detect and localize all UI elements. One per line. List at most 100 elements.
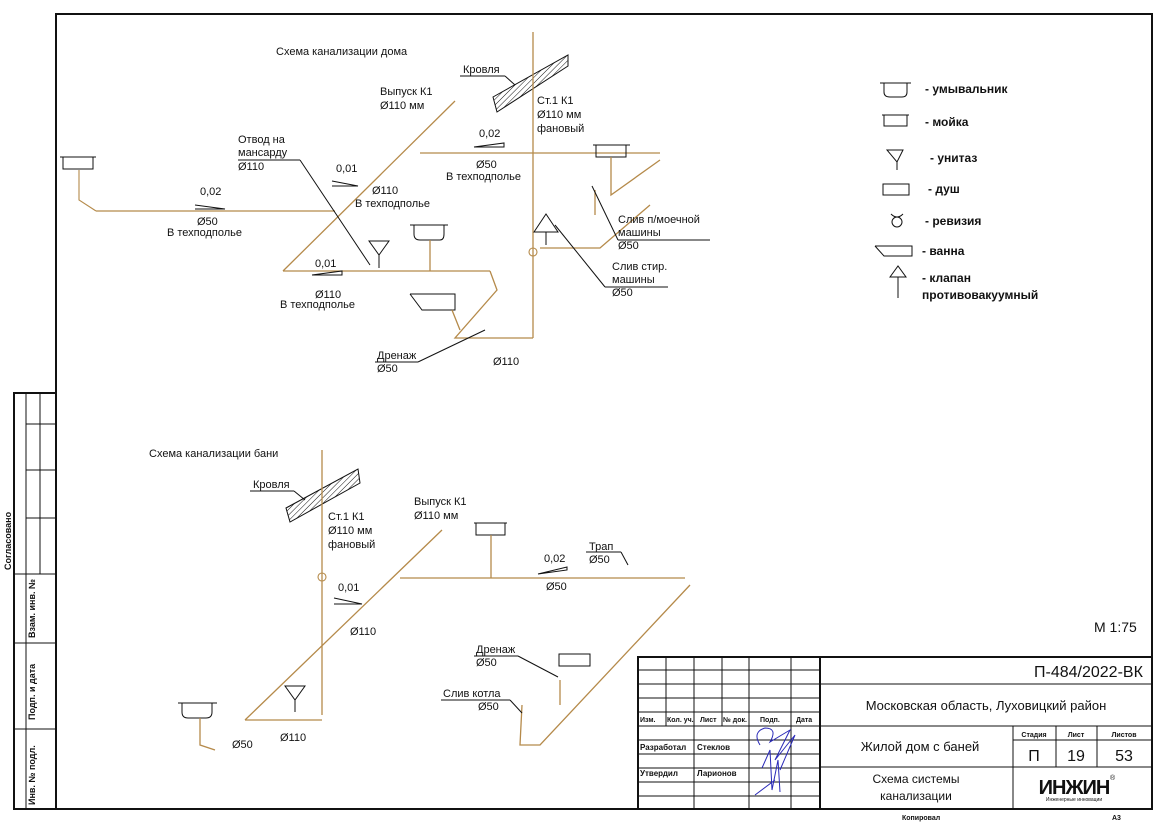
legend-label-washbasin: - умывальник bbox=[925, 82, 1008, 96]
doc-location: Московская область, Луховицкий район bbox=[866, 698, 1107, 713]
company-logo: ИНЖИН bbox=[1039, 777, 1110, 799]
house-roof-label: Кровля bbox=[463, 64, 500, 76]
doc-code: П-484/2022-ВК bbox=[1034, 664, 1144, 681]
bath-pipe-110-b: Ø110 bbox=[280, 732, 306, 744]
washbasin-icon bbox=[880, 82, 911, 98]
format-label: А3 bbox=[1112, 815, 1121, 822]
house-dishwasher-2: машины bbox=[618, 227, 661, 239]
bath-outlet-pipe bbox=[244, 529, 443, 721]
bath-outlet-2: Ø110 мм bbox=[414, 510, 458, 522]
stage-label: Стадия bbox=[1021, 732, 1046, 739]
house-scheme: Схема канализации дома Кровля Ст.1 К1 Ø1… bbox=[60, 32, 710, 375]
col-izm: Изм. bbox=[640, 717, 656, 724]
developed-label: Разработал bbox=[640, 743, 686, 752]
house-slope-001-b: 0,01 bbox=[315, 258, 336, 270]
house-outlet-pipe bbox=[282, 100, 456, 272]
house-slope-002-a: 0,02 bbox=[200, 186, 221, 198]
bath-washbasin bbox=[178, 702, 217, 751]
approved-name: Ларионов bbox=[697, 769, 737, 778]
shower-icon bbox=[882, 183, 910, 196]
house-outlet-label-1: Выпуск К1 bbox=[380, 86, 432, 98]
house-washbasin bbox=[410, 224, 448, 271]
side-agreed: Согласовано bbox=[3, 511, 13, 570]
legend-label-shower: - душ bbox=[928, 182, 960, 196]
legend-label-valve-2: противовакуумный bbox=[922, 288, 1038, 302]
house-outlet-label-2: Ø110 мм bbox=[380, 100, 424, 112]
house-pipe-110-c: Ø110 bbox=[493, 356, 519, 368]
doc-object: Жилой дом с баней bbox=[861, 739, 980, 754]
col-list: Лист bbox=[700, 717, 717, 724]
col-doc: № док. bbox=[723, 716, 747, 724]
bath-sink-top bbox=[474, 522, 507, 578]
bath-drain-2: Ø50 bbox=[476, 657, 497, 669]
bath-shower bbox=[558, 653, 591, 667]
house-pipe-110-a-2: В техподполье bbox=[355, 198, 430, 210]
side-replace-inv: Взам. инв. № bbox=[27, 579, 37, 638]
bathtub-icon bbox=[874, 245, 913, 257]
doc-sheet-title-2: канализации bbox=[880, 789, 952, 803]
legend-label-valve-1: - клапан bbox=[922, 271, 971, 285]
legend-label-sink: - мойка bbox=[925, 115, 969, 129]
bath-trap-1: Трап bbox=[589, 541, 613, 553]
sink-icon bbox=[882, 114, 909, 127]
house-slope-002-b: 0,02 bbox=[479, 128, 500, 140]
house-slope-001-a: 0,01 bbox=[336, 163, 357, 175]
bath-pipe-110-a: Ø110 bbox=[350, 626, 376, 638]
house-bathtub bbox=[409, 293, 461, 331]
legend: - умывальник - мойка - унитаз - душ - ре… bbox=[874, 82, 1038, 302]
bath-roof-label: Кровля bbox=[253, 479, 290, 491]
house-sink-left bbox=[60, 156, 96, 170]
house-revision bbox=[528, 247, 538, 257]
bath-riser-1: Ст.1 К1 bbox=[328, 511, 365, 523]
toilet-icon bbox=[885, 149, 904, 170]
bath-riser-3: фановый bbox=[328, 539, 375, 551]
signature bbox=[754, 727, 796, 796]
col-sign: Подп. bbox=[760, 717, 780, 724]
house-drain-2: Ø50 bbox=[377, 363, 398, 375]
house-pipe-110-b-2: В техподполье bbox=[280, 299, 355, 311]
bath-riser-2: Ø110 мм bbox=[328, 525, 372, 537]
stage-value: П bbox=[1028, 748, 1040, 765]
house-washer-2: машины bbox=[612, 274, 655, 286]
house-sink-right bbox=[593, 144, 661, 197]
house-riser-label-1: Ст.1 К1 bbox=[537, 95, 574, 107]
side-inv-orig: Инв. № подл. bbox=[27, 745, 37, 805]
house-vacuum-valve bbox=[533, 213, 559, 245]
house-attic-label-1: Отвод на bbox=[238, 134, 286, 146]
copied-label: Копировал bbox=[902, 815, 940, 822]
bath-boiler-2: Ø50 bbox=[478, 701, 499, 713]
legend-label-bathtub: - ванна bbox=[922, 244, 965, 258]
sheet-frame bbox=[55, 13, 1153, 810]
bath-pipe-50-b: Ø50 bbox=[232, 739, 253, 751]
bath-boiler-1: Слив котла bbox=[443, 688, 501, 700]
scale-label: М 1:75 bbox=[1094, 619, 1137, 635]
revision-icon bbox=[890, 213, 904, 228]
company-logo-sub: Инженерные инновации bbox=[1046, 797, 1102, 803]
bath-scheme-title: Схема канализации бани bbox=[149, 448, 278, 460]
bath-toilet bbox=[284, 685, 306, 712]
legend-label-revision: - ревизия bbox=[925, 214, 981, 228]
house-pipe-50-b-2: В техподполье bbox=[446, 171, 521, 183]
bath-outlet-1: Выпуск К1 bbox=[414, 496, 466, 508]
house-dishwasher-1: Слив п/моечной bbox=[618, 214, 700, 226]
developed-name: Стеклов bbox=[697, 743, 730, 752]
house-scheme-title: Схема канализации дома bbox=[276, 46, 408, 58]
house-dishwasher-3: Ø50 bbox=[618, 240, 639, 252]
bath-roof: Кровля bbox=[250, 468, 361, 523]
sheets-label: Листов bbox=[1111, 732, 1137, 739]
house-drain-1: Дренаж bbox=[377, 350, 417, 362]
bath-scheme: Схема канализации бани Кровля Ст.1 К1 Ø1… bbox=[149, 448, 691, 751]
doc-sheet-title-1: Схема системы bbox=[872, 772, 959, 786]
vacuum-valve-icon bbox=[889, 265, 907, 298]
sheet-value: 19 bbox=[1067, 748, 1085, 765]
house-pipe-50-b-1: Ø50 bbox=[476, 159, 497, 171]
bath-slope-002: 0,02 bbox=[544, 553, 565, 565]
side-sign-date: Подп. и дата bbox=[27, 663, 37, 720]
side-stamp: Согласовано Взам. инв. № Подп. и дата Ин… bbox=[3, 392, 57, 810]
legend-label-toilet: - унитаз bbox=[930, 151, 977, 165]
sheets-value: 53 bbox=[1115, 748, 1133, 765]
house-riser-label-2: Ø110 мм bbox=[537, 109, 581, 121]
sheet-label: Лист bbox=[1068, 732, 1085, 739]
house-pipe-110-b-1: Ø110 bbox=[315, 289, 341, 301]
house-riser-label-3: фановый bbox=[537, 123, 584, 135]
